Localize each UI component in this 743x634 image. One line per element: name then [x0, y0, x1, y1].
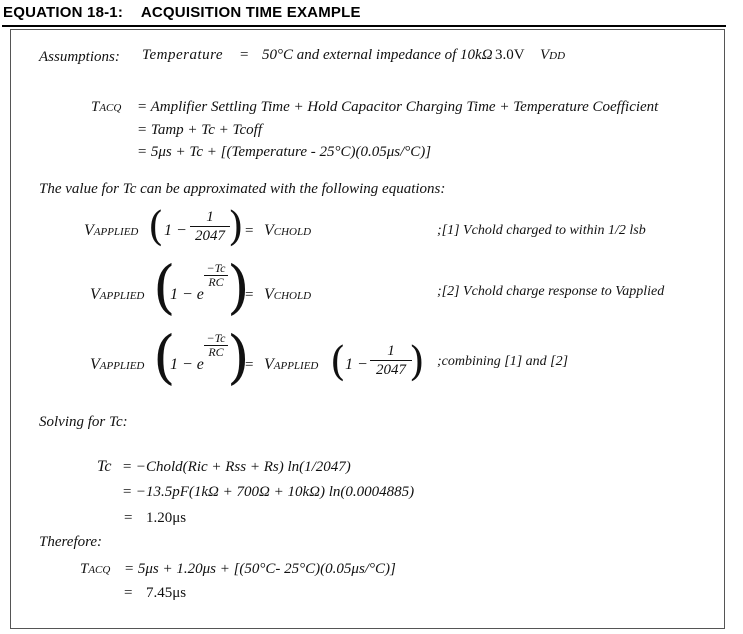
- assumptions-text: 50°C and external impedance of 10kΩ: [262, 47, 493, 63]
- tacq-line-2: = Tamp + Tc + Tcoff: [137, 122, 262, 138]
- solving-line-2: = −13.5pF(1kΩ + 700Ω + 10kΩ) ln(0.000488…: [122, 484, 415, 500]
- solving-result: 1.20μs: [146, 510, 187, 526]
- eq3-vapplied-rhs: Vapplied: [264, 356, 319, 373]
- equation-title: ACQUISITION TIME EXAMPLE: [140, 4, 361, 21]
- eq2-exponent-denominator: RC: [208, 275, 224, 289]
- eq1-open-paren: (: [148, 204, 164, 250]
- eq2-exponent-numerator: −Tc: [204, 262, 228, 276]
- eq1-vchold: Vchold: [264, 222, 312, 239]
- assumptions-vdd: Vdd: [540, 47, 566, 63]
- solving-line-3-equals: =: [124, 510, 133, 526]
- therefore-line-1: = 5μs + 1.20μs + [(50°C- 25°C)(0.05μs/°C…: [124, 561, 396, 577]
- tacq-lhs: Tacq: [91, 99, 122, 115]
- eq1-equals: =: [245, 223, 254, 239]
- eq1-note: ;[1] Vchold charged to within 1/2 lsb: [437, 223, 646, 238]
- tacq-line-1: = Amplifier Settling Time + Hold Capacit…: [137, 99, 659, 115]
- eq1-denominator: 2047: [195, 228, 225, 244]
- eq3-denominator: 2047: [376, 362, 406, 378]
- eq2-close-paren: ): [227, 253, 250, 321]
- eq3-fraction: 1 2047: [370, 342, 412, 379]
- eq3-numerator: 1: [370, 342, 412, 361]
- assumptions-equals: =: [240, 47, 249, 63]
- eq3-exponent-numerator: −Tc: [204, 332, 228, 346]
- eq2-vapplied: Vapplied: [90, 286, 145, 303]
- eq3-rhs-open-paren: (: [330, 339, 346, 385]
- eq3-equals: =: [245, 357, 254, 373]
- eq1-close-paren: ): [228, 204, 244, 250]
- eq3-note: ;combining [1] and [2]: [437, 354, 569, 369]
- eq3-open-paren: (: [153, 323, 176, 391]
- eq2-open-paren: (: [153, 253, 176, 321]
- approximation-intro: The value for Tc can be approximated wit…: [39, 181, 446, 197]
- solving-label: Solving for Tc:: [39, 414, 128, 430]
- therefore-lhs: Tacq: [80, 561, 111, 577]
- eq1-vapplied: Vapplied: [84, 222, 139, 239]
- eq3-one-minus-e: 1 − e: [170, 356, 204, 373]
- eq1-fraction: 1 2047: [190, 208, 230, 245]
- equation-box: [10, 29, 725, 629]
- equation-number: EQUATION 18-1:: [3, 4, 124, 21]
- eq3-rhs-one-minus: 1 −: [345, 356, 368, 373]
- assumptions-label: Assumptions:: [39, 49, 120, 65]
- eq3-rhs-close-paren: ): [409, 339, 425, 385]
- eq2-note: ;[2] Vchold charge response to Vapplied: [437, 284, 665, 299]
- tacq-line-3: = 5μs + Tc + [(Temperature - 25°C)(0.05μ…: [137, 144, 432, 160]
- solving-line-1: = −Chold(Ric + Rss + Rs) ln(1/2047): [122, 459, 351, 475]
- solving-lhs: Tc: [97, 458, 112, 475]
- assumptions-lhs: Temperature: [142, 47, 224, 63]
- eq1-numerator: 1: [190, 208, 230, 227]
- therefore-result: 7.45μs: [146, 585, 187, 601]
- eq3-close-paren: ): [227, 323, 250, 391]
- equation-heading: EQUATION 18-1: ACQUISITION TIME EXAMPLE: [3, 4, 361, 21]
- eq2-vchold: Vchold: [264, 286, 312, 303]
- therefore-label: Therefore:: [39, 534, 103, 550]
- eq3-exponent: −Tc RC: [204, 332, 228, 359]
- eq1-one-minus: 1 −: [164, 222, 187, 239]
- heading-rule: [2, 25, 726, 27]
- eq3-exponent-denominator: RC: [208, 345, 224, 359]
- eq2-one-minus-e: 1 − e: [170, 286, 204, 303]
- assumptions-voltage: 3.0V: [495, 47, 525, 63]
- eq2-equals: =: [245, 287, 254, 303]
- eq2-exponent: −Tc RC: [204, 262, 228, 289]
- therefore-line-2-equals: =: [124, 585, 133, 601]
- eq3-vapplied: Vapplied: [90, 356, 145, 373]
